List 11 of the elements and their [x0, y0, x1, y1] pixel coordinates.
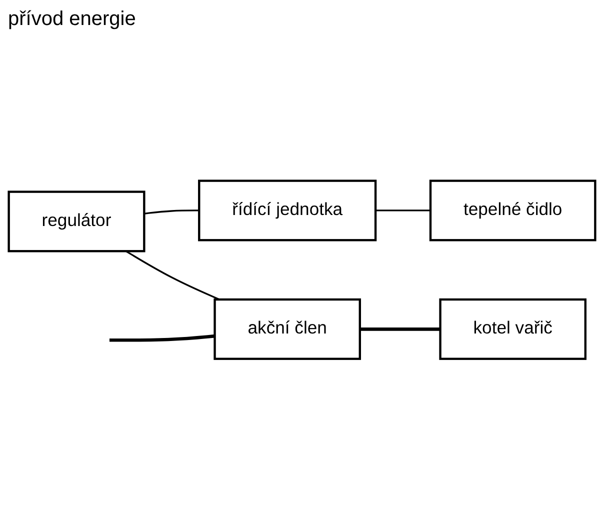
connector [376, 210, 430, 212]
connector [109, 334, 215, 342]
node-box: řídící jednotka [198, 180, 377, 242]
node-box: regulátor [8, 190, 146, 252]
connector [125, 250, 220, 300]
node-box: akční člen [214, 298, 361, 360]
node-box: kotel vařič [439, 298, 586, 360]
connector [144, 210, 200, 215]
connector [360, 328, 440, 331]
node-box: tepelné čidlo [429, 180, 596, 242]
side-label: přívod energie [8, 8, 136, 31]
